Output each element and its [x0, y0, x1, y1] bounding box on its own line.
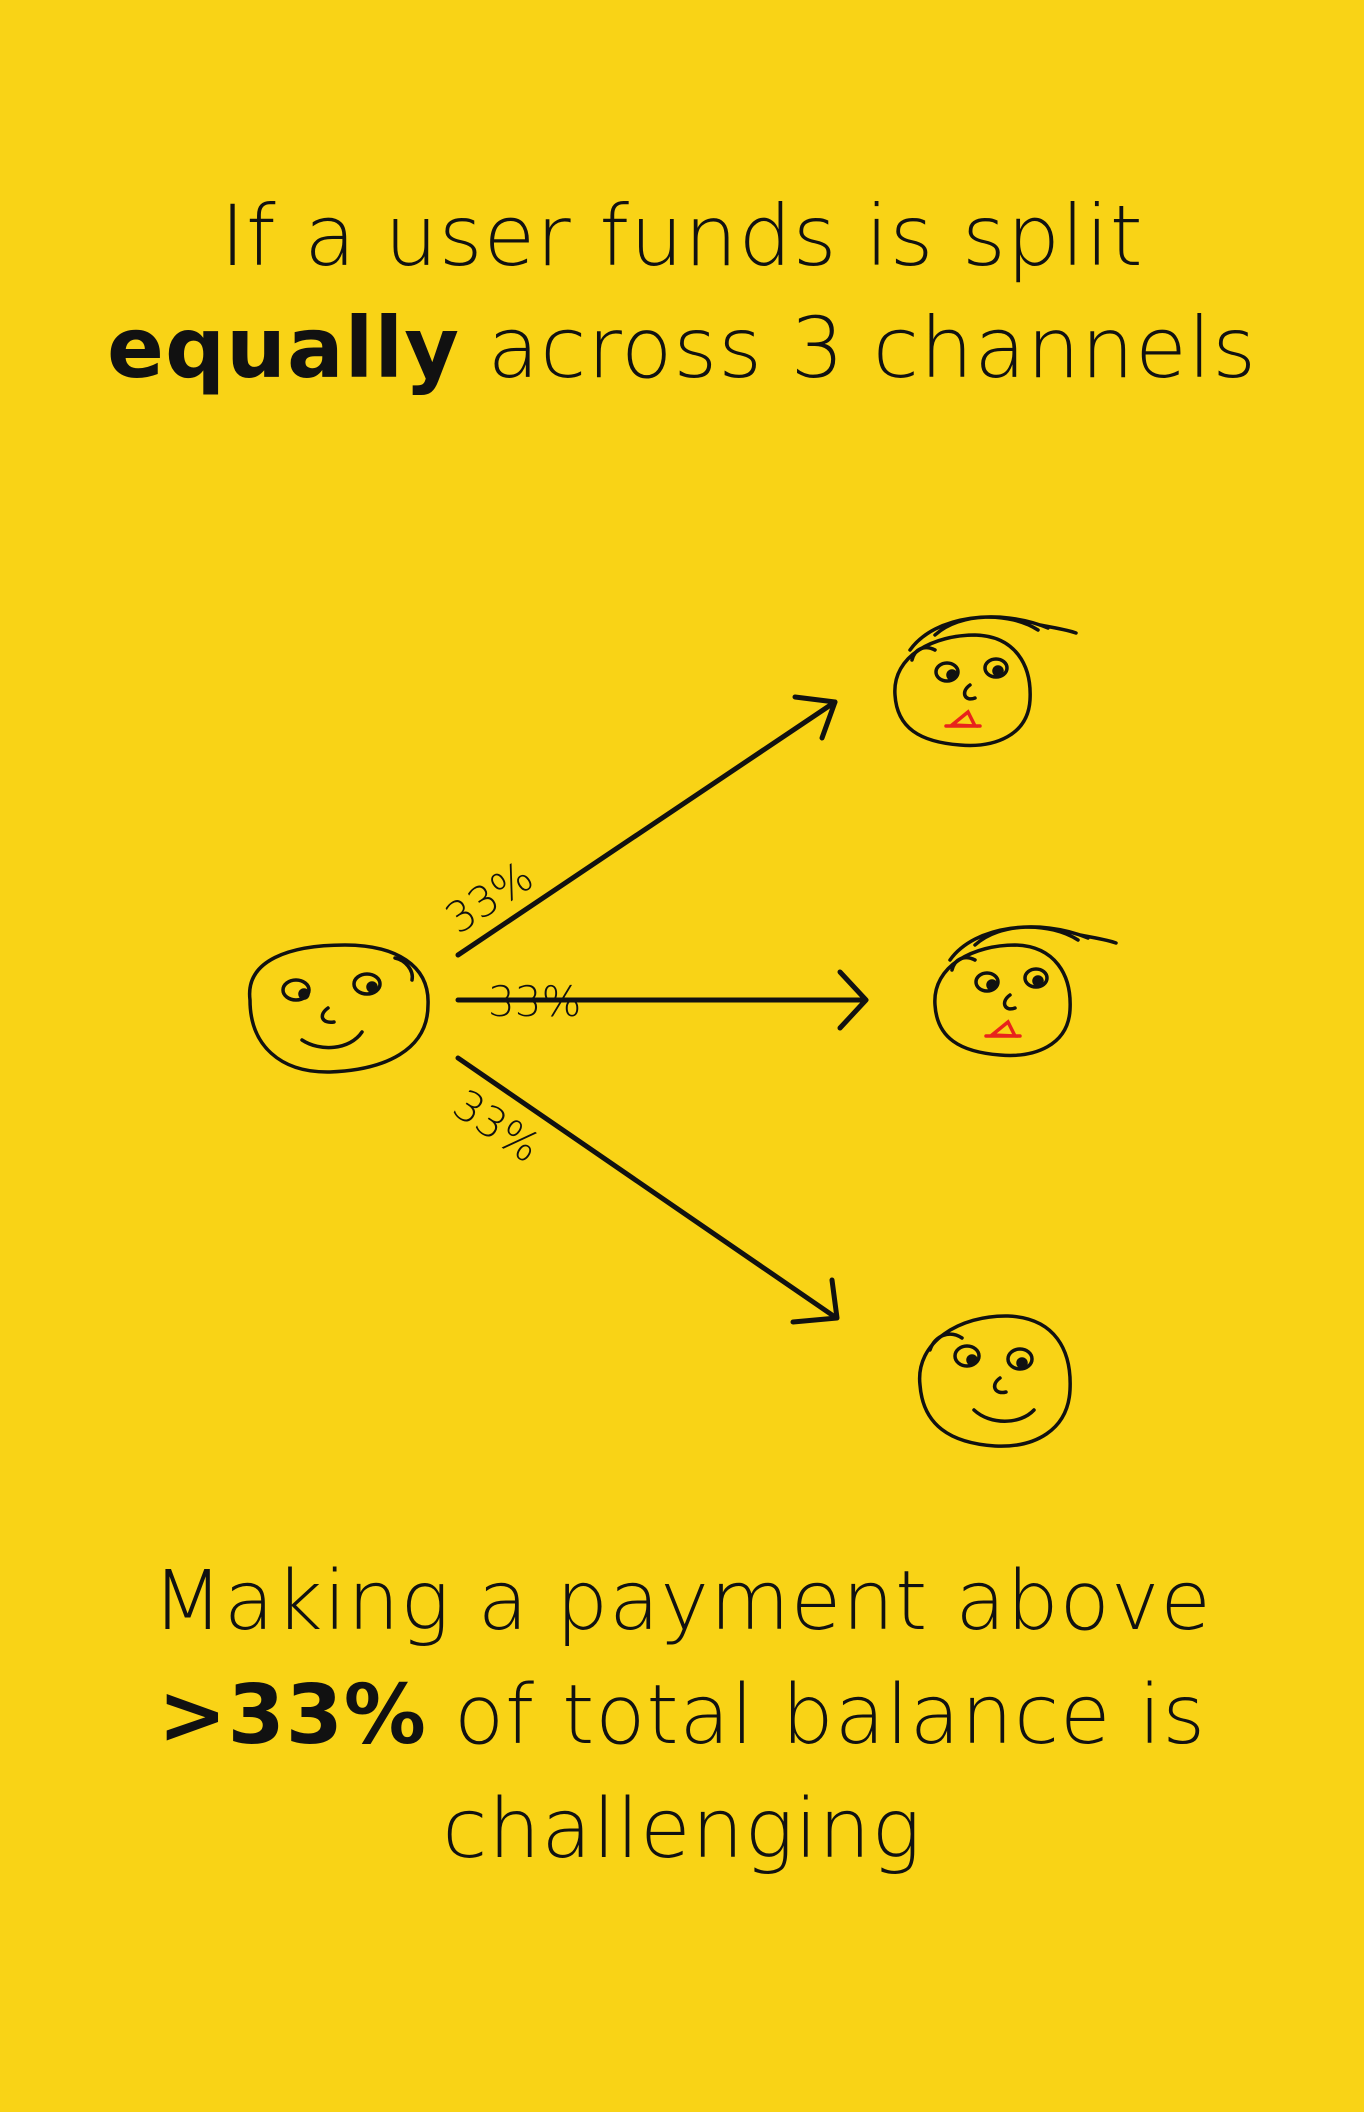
channel-label-bottom: 33% [444, 1080, 549, 1173]
channel-label-middle: 33% [488, 977, 581, 1026]
emphasis-percentage: >33% [157, 1668, 427, 1763]
bottom-heading-line2: >33% of total balance is [0, 1659, 1364, 1773]
recipient-face-sad-icon [893, 615, 1078, 748]
channel-label-top: 33% [437, 851, 542, 943]
bottom-heading: Making a payment above >33% of total bal… [0, 1545, 1364, 1887]
arrow-top [455, 694, 838, 958]
arrow-bottom [455, 1055, 840, 1325]
top-heading: If a user funds is split equally across … [0, 180, 1364, 404]
sender-face-icon [248, 943, 430, 1074]
bottom-heading-line2-rest: of total balance is [426, 1668, 1207, 1763]
bottom-heading-line3: challenging [442, 1782, 922, 1877]
recipient-face-sad-icon [933, 925, 1118, 1058]
bottom-heading-line1: Making a payment above [152, 1554, 1212, 1649]
recipient-face-happy-icon [918, 1314, 1072, 1448]
emphasis-equally: equally [107, 299, 460, 397]
top-heading-line1: If a user funds is split [220, 187, 1144, 285]
top-heading-line2: equally across 3 channels [0, 292, 1364, 404]
arrow-middle [455, 969, 869, 1031]
top-heading-line2-rest: across 3 channels [459, 299, 1257, 397]
